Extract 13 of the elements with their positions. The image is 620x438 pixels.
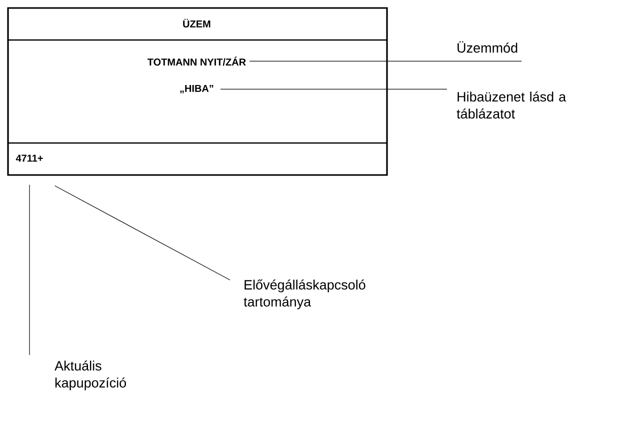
callout-label: Hibaüzenet lásd a táblázatot	[456, 92, 566, 119]
display-frame	[7, 7, 388, 176]
callout-label: Aktuális kapupozíció	[54, 360, 126, 390]
callout-label: Üzemmód	[458, 41, 518, 53]
leader-line	[220, 88, 448, 90]
leader-line	[54, 185, 230, 280]
display-heading: ÜZEM	[183, 18, 210, 28]
display-value: 4711+	[16, 154, 43, 162]
display-text: TOTMANN NYIT/ZÁR	[147, 56, 246, 66]
callout-label: Elővégálláskapcsoló tartománya	[244, 280, 366, 310]
display-text: „HIBA”	[180, 84, 214, 94]
leader-line	[249, 60, 522, 62]
leader-line	[29, 184, 30, 356]
